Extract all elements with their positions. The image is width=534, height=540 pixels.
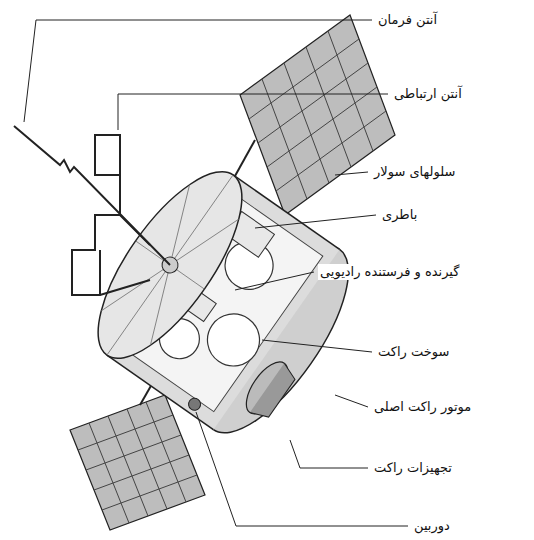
communication-antenna — [72, 135, 150, 295]
part-label: آنتن فرمان — [376, 12, 439, 28]
solar-panel — [240, 15, 395, 215]
part-label: موتور راکت اصلی — [372, 399, 473, 415]
part-label: سلولهای سولار — [372, 164, 457, 180]
part-label: باطری — [380, 207, 419, 223]
part-label: آنتن ارتباطی — [392, 86, 464, 102]
solar-panel — [70, 395, 205, 530]
part-label: گیرنده و فرستنده رادیویی — [318, 264, 461, 280]
command-antenna — [14, 126, 170, 265]
satellite-body — [73, 151, 374, 454]
part-label: سوخت راکت — [376, 344, 451, 360]
part-label: تجهیزات راکت — [372, 460, 454, 476]
part-label: دوربین — [412, 518, 452, 534]
